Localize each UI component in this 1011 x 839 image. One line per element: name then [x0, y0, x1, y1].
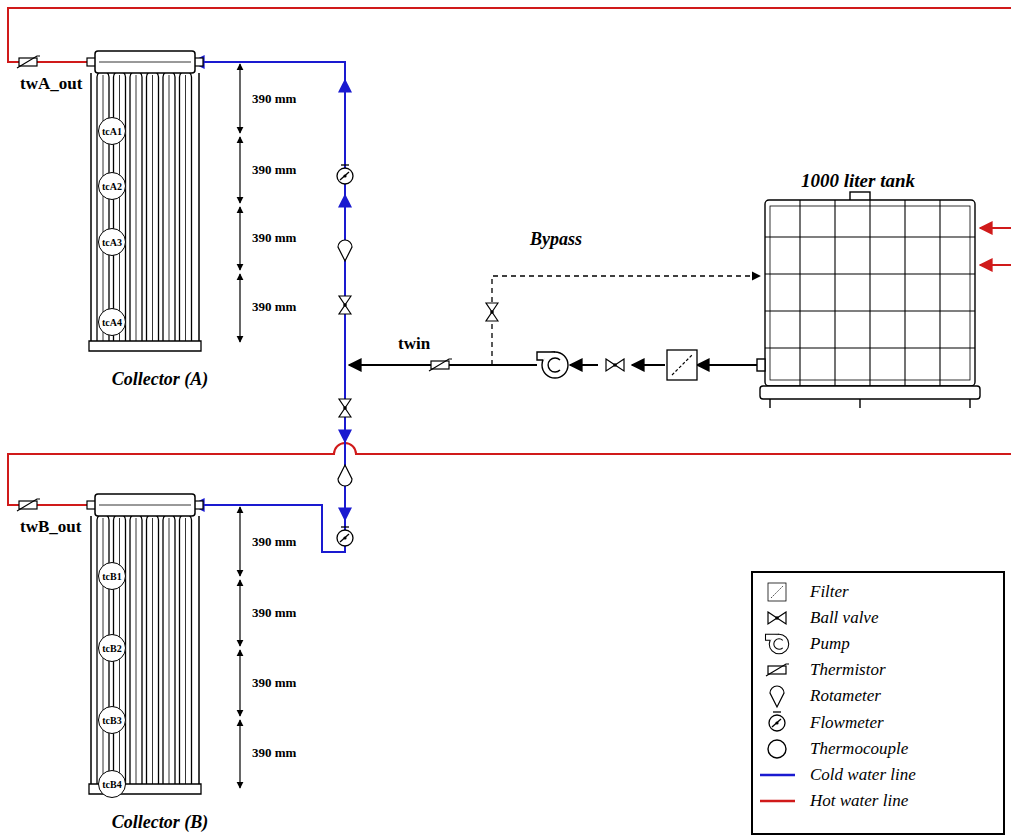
thermocouple-label: tcA3	[102, 237, 122, 248]
thermocouple-circle: tcB3	[98, 706, 126, 734]
thermocouple-circle: tcA4	[98, 308, 126, 336]
thermocouple-label: tcB2	[102, 643, 121, 654]
thermocouple-circle: tcB4	[98, 770, 126, 798]
part-label: Collector (B)	[112, 813, 209, 833]
legend-text: Thermistor	[810, 661, 886, 680]
part-label: twin	[398, 335, 430, 354]
thermocouple-circle: tcA2	[98, 172, 126, 200]
legend-text: Ball valve	[810, 609, 878, 628]
dimension-label: 390 mm	[252, 535, 296, 549]
legend-text: Rotameter	[810, 687, 881, 706]
dimension-label: 390 mm	[252, 746, 296, 760]
thermocouple-circle: tcA1	[98, 117, 126, 145]
dimension-label: 390 mm	[252, 231, 296, 245]
thermocouple-label: tcA4	[102, 317, 122, 328]
dimension-label: 390 mm	[252, 92, 296, 106]
thermocouple-circle: tcB1	[98, 562, 126, 590]
part-label: twA_out	[20, 75, 82, 94]
thermocouple-label: tcB1	[102, 571, 121, 582]
thermocouple-label: tcB4	[102, 779, 121, 790]
part-label: Collector (A)	[112, 370, 209, 390]
dimension-label: 390 mm	[252, 676, 296, 690]
part-label: twB_out	[20, 518, 81, 537]
legend-text: Thermocouple	[810, 740, 908, 759]
legend-text: Cold water line	[810, 766, 916, 785]
legend-text: Pump	[810, 635, 850, 654]
thermocouple-label: tcA1	[102, 126, 122, 137]
legend-text: Filter	[810, 583, 849, 602]
thermocouple-label: tcA2	[102, 181, 122, 192]
thermocouple-circle: tcA3	[98, 228, 126, 256]
dimension-label: 390 mm	[252, 606, 296, 620]
thermocouple-circle: tcB2	[98, 634, 126, 662]
dimension-label: 390 mm	[252, 300, 296, 314]
thermocouple-label: tcB3	[102, 715, 121, 726]
part-label: 1000 liter tank	[801, 171, 915, 192]
legend-text: Flowmeter	[810, 714, 884, 733]
dimension-label: 390 mm	[252, 163, 296, 177]
legend-text: Hot water line	[810, 792, 908, 811]
part-label: Bypass	[530, 230, 582, 250]
